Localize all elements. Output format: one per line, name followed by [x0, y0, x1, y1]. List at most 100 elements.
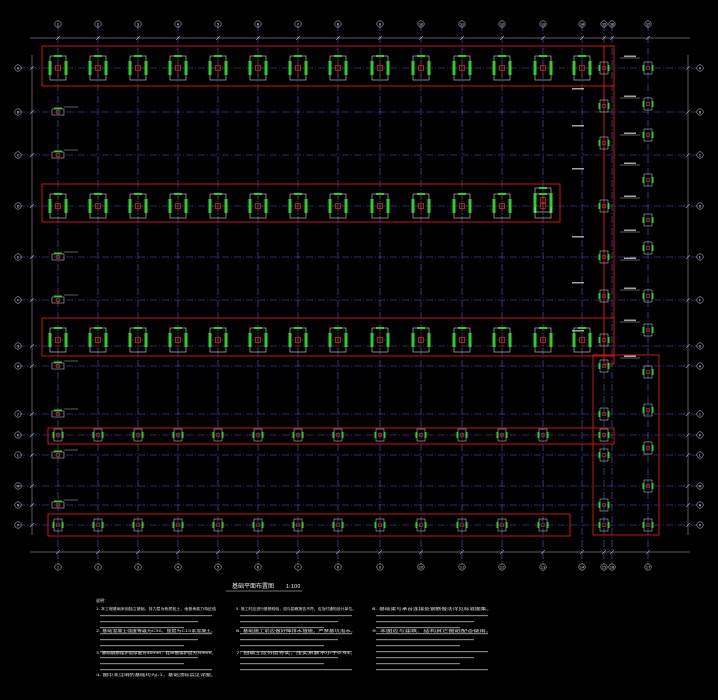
- foundation-pad-small: [598, 359, 610, 373]
- pad-rebar-top: [94, 55, 102, 57]
- dim-tick: [685, 502, 691, 508]
- foundation-pad-small: [292, 428, 304, 442]
- grid-bubble: [14, 410, 22, 418]
- pad-rebar-top: [294, 193, 302, 195]
- ground-beam: [41, 183, 561, 223]
- dim-tick: [685, 343, 691, 349]
- pad-rebar-left: [370, 61, 374, 75]
- pad-rebar-left: [248, 61, 252, 75]
- pad-rebar-left: [642, 132, 645, 138]
- pad-rebar-left: [328, 333, 332, 347]
- column-section: [602, 364, 606, 368]
- grid-bubble: [334, 563, 342, 571]
- pad-rebar-top: [254, 193, 262, 195]
- dim-tick: [685, 152, 691, 158]
- column-section: [255, 65, 261, 71]
- column-section: [646, 484, 650, 488]
- grid-bubble: [54, 20, 62, 28]
- foundation-pad-small: [537, 518, 549, 532]
- dim-tick: [135, 35, 141, 41]
- pad-rebar-left: [537, 522, 540, 528]
- column-section: [602, 503, 606, 507]
- dimension-lines: [29, 35, 691, 555]
- pad-rebar-left: [332, 522, 335, 528]
- note-text-line: [100, 639, 198, 641]
- pad-rebar-top: [458, 55, 466, 57]
- grid-label-y: K: [699, 433, 702, 437]
- column-section: [95, 65, 101, 71]
- grid-bubble: [14, 296, 22, 304]
- note-text-line: [240, 657, 338, 659]
- pad-rebar-left: [496, 432, 499, 438]
- foundation-pad: [168, 327, 188, 353]
- foundation-pad-small: [642, 61, 654, 75]
- pad-rebar-left: [492, 61, 496, 75]
- foundation-pad-small: [496, 428, 508, 442]
- grid-label-x: 12: [500, 22, 504, 26]
- grid-bubble: [696, 521, 704, 529]
- pad-rebar-right: [468, 199, 472, 213]
- pad-rebar-right: [144, 199, 148, 213]
- grid-bubble: [696, 296, 704, 304]
- drawing-scale: 1:100: [286, 584, 300, 590]
- column-section: [602, 523, 606, 527]
- note-text-line: [240, 651, 352, 653]
- pad-rebar-top: [376, 193, 384, 195]
- grid-label-x: 8: [337, 565, 339, 569]
- foundation-pad: [88, 327, 108, 353]
- foundation-pad: [411, 55, 431, 81]
- pad-rebar-top: [174, 55, 182, 57]
- dim-tick: [418, 35, 424, 41]
- dim-tick: [335, 35, 341, 41]
- pad-rebar-right: [607, 337, 610, 343]
- note-text-line: [376, 651, 488, 653]
- pad-rebar-right: [468, 333, 472, 347]
- column-section: [541, 433, 545, 437]
- grid-label-x: 1: [57, 565, 59, 569]
- column-section: [500, 523, 504, 527]
- note-line: 5. 施工时应进行基槽检验，如与勘察报告不符，应及时通知设计单位。: [236, 606, 356, 611]
- foundation-pad-small: [598, 199, 610, 213]
- pad-rebar-top: [134, 55, 142, 57]
- dim-tick: [645, 35, 651, 41]
- pad-rebar-top: [214, 55, 222, 57]
- note-text-line: [240, 615, 352, 617]
- column-section: [136, 523, 140, 527]
- pad-rebar-left: [328, 199, 332, 213]
- grid-label-y: G: [699, 344, 702, 348]
- grid-bubble: [644, 563, 652, 571]
- column-section: [646, 102, 650, 106]
- foundation-pad: [572, 55, 592, 81]
- grid-label-x: 3: [137, 565, 139, 569]
- pad-rebar-left: [598, 363, 601, 369]
- grid-label-x: 10: [419, 565, 423, 569]
- pad-rebar-right: [383, 522, 386, 528]
- grid-label-x: 14: [580, 565, 584, 569]
- ground-beam: [41, 317, 615, 357]
- grid-label-x: 14: [580, 22, 584, 26]
- ground-beams: [41, 45, 660, 537]
- pad-rebar-right: [304, 61, 308, 75]
- pad-callout-text: [624, 287, 636, 289]
- foundation-pad-small: [642, 403, 654, 417]
- pad-rebar-right: [424, 432, 427, 438]
- dim-tick: [685, 522, 691, 528]
- grid-bubble: [294, 20, 302, 28]
- pad-rebar-top: [334, 55, 342, 57]
- pad-rebar-right: [301, 432, 304, 438]
- pad-rebar-left: [415, 522, 418, 528]
- column-section: [602, 141, 606, 145]
- column-section: [602, 204, 606, 208]
- foundation-pad: [452, 55, 472, 81]
- grid-label-x: 5: [217, 22, 219, 26]
- foundation-pad-edge: [51, 294, 78, 304]
- foundation-pad-small: [642, 97, 654, 111]
- pad-rebar-left: [92, 522, 95, 528]
- grid-bubble: [376, 563, 384, 571]
- column-section: [579, 65, 585, 71]
- foundation-pad-edge: [51, 499, 78, 509]
- foundation-pad: [88, 193, 108, 219]
- grid-bubble: [458, 20, 466, 28]
- dim-tick: [685, 363, 691, 369]
